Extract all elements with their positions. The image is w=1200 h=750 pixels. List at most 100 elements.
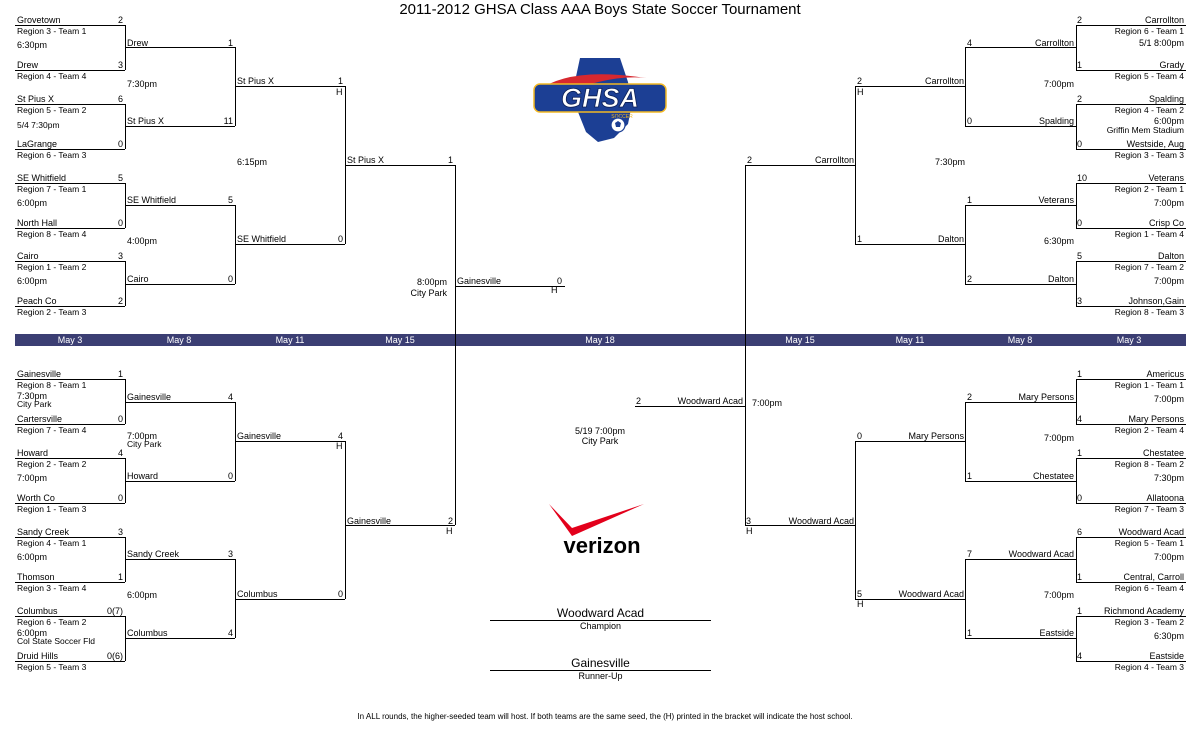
- game-time: 6:15pm: [237, 157, 268, 167]
- team-name: Central, Carroll: [1123, 572, 1184, 582]
- team-score: 4: [1077, 651, 1083, 661]
- team-name: Grady: [1159, 60, 1184, 70]
- host-marker: H: [446, 526, 453, 536]
- team-name: SE Whitfield: [17, 173, 67, 183]
- team-name: Cairo: [17, 251, 39, 261]
- team-name: Richmond Academy: [1103, 606, 1184, 616]
- ghsa-logo-graphic: GHSA SOCCER: [533, 58, 667, 142]
- game-venue: City Park: [17, 399, 52, 409]
- team-score: 0: [1077, 493, 1083, 503]
- team-score: 4: [227, 628, 233, 638]
- team-score: 3: [117, 60, 123, 70]
- champion-block: Woodward Acad Champion: [490, 606, 711, 631]
- team-name: Grovetown: [17, 15, 61, 25]
- team-name: Dalton: [1047, 274, 1074, 284]
- game-time: 6:30pm: [1153, 631, 1184, 641]
- verizon-logo-text: verizon: [563, 533, 640, 558]
- team-score: 2: [747, 155, 753, 165]
- team-score: 6: [117, 94, 123, 104]
- team-score: 1: [967, 628, 973, 638]
- seed-label: Region 8 - Team 4: [17, 229, 87, 239]
- team-name: Spalding: [1038, 116, 1074, 126]
- team-score: 1: [1077, 369, 1083, 379]
- team-name: Carrollton: [1144, 15, 1184, 25]
- team-score: 3: [227, 549, 233, 559]
- seed-label: Region 1 - Team 3: [17, 504, 87, 514]
- team-name: Woodward Acad: [1008, 549, 1074, 559]
- team-score: 1: [337, 76, 343, 86]
- game-time: 7:00pm: [1043, 433, 1074, 443]
- team-score: 0: [337, 589, 343, 599]
- seed-label: Region 1 - Team 1: [1114, 380, 1184, 390]
- team-name: Eastside: [1039, 628, 1074, 638]
- seed-label: Region 6 - Team 2: [17, 617, 87, 627]
- team-name: Spalding: [1148, 94, 1184, 104]
- team-name: SE Whitfield: [127, 195, 177, 205]
- date-label: May 3: [1116, 335, 1142, 345]
- team-score: 0: [117, 414, 123, 424]
- verizon-check-icon: [549, 504, 644, 536]
- team-name: Drew: [17, 60, 39, 70]
- team-score: 1: [117, 572, 123, 582]
- game-time: 6:30pm: [1043, 236, 1074, 246]
- game-time: 6:00pm: [17, 628, 48, 638]
- team-score: 11: [223, 116, 233, 126]
- game-time: 7:00pm: [17, 473, 48, 483]
- seed-label: Region 7 - Team 4: [17, 425, 87, 435]
- ghsa-logo-subtext: SOCCER: [611, 114, 633, 120]
- team-name: Woodward Acad: [1118, 527, 1184, 537]
- team-score: 10: [1077, 173, 1088, 183]
- team-name: Chestatee: [1142, 448, 1184, 458]
- seed-label: Region 7 - Team 2: [1114, 262, 1184, 272]
- game-venue: Griffin Mem Stadium: [1106, 125, 1184, 135]
- game-time: 8:00pm: [416, 277, 447, 287]
- team-score: 1: [227, 38, 233, 48]
- ghsa-logo-text: GHSA: [561, 83, 639, 113]
- team-score: 1: [967, 471, 973, 481]
- game-time: 7:30pm: [935, 157, 966, 167]
- team-name: Howard: [17, 448, 49, 458]
- game-time: 6:00pm: [17, 276, 48, 286]
- champion-name: Woodward Acad: [556, 606, 645, 620]
- team-name: Gainesville: [347, 516, 392, 526]
- date-label: May 18: [585, 335, 615, 345]
- seed-label: Region 5 - Team 2: [17, 105, 87, 115]
- team-score: 4: [1077, 414, 1083, 424]
- team-score: 0: [857, 431, 863, 441]
- seed-label: Region 8 - Team 3: [1114, 307, 1184, 317]
- team-name: Columbus: [127, 628, 168, 638]
- verizon-logo-graphic: verizon: [549, 504, 644, 558]
- team-score: 2: [636, 396, 642, 406]
- team-score: 3: [117, 251, 123, 261]
- host-marker: H: [746, 526, 753, 536]
- team-name: Sandy Creek: [17, 527, 70, 537]
- team-score: 5: [227, 195, 233, 205]
- team-score: 0: [337, 234, 343, 244]
- team-score: 4: [337, 431, 343, 441]
- date-label: May 11: [275, 335, 305, 345]
- team-name: St Pius X: [17, 94, 55, 104]
- team-score: 1: [1077, 572, 1083, 582]
- team-name: Woodward Acad: [898, 589, 964, 599]
- date-label: May 8: [1007, 335, 1033, 345]
- runner-up-line: [490, 670, 711, 671]
- seed-label: Region 1 - Team 4: [1114, 229, 1184, 239]
- team-score: 0: [967, 116, 973, 126]
- team-name: Allatoona: [1146, 493, 1184, 503]
- team-score: 5: [857, 589, 863, 599]
- footer-note: In ALL rounds, the higher-seeded team wi…: [357, 712, 853, 721]
- game-venue: City Park: [127, 439, 162, 449]
- date-band: [15, 334, 1186, 346]
- team-score: 0: [1077, 218, 1083, 228]
- game-time: 7:00pm: [1043, 590, 1074, 600]
- champion-label: Champion: [579, 621, 622, 631]
- team-name: Crisp Co: [1148, 218, 1184, 228]
- game-time: 7:00pm: [1043, 79, 1074, 89]
- team-name: Carrollton: [924, 76, 964, 86]
- seed-label: Region 2 - Team 4: [1114, 425, 1184, 435]
- verizon-logo: verizon: [546, 500, 658, 560]
- seed-label: Region 5 - Team 1: [1114, 538, 1184, 548]
- team-name: Westside, Aug: [1126, 139, 1184, 149]
- team-score: 5: [117, 173, 123, 183]
- team-name: Dalton: [1157, 251, 1184, 261]
